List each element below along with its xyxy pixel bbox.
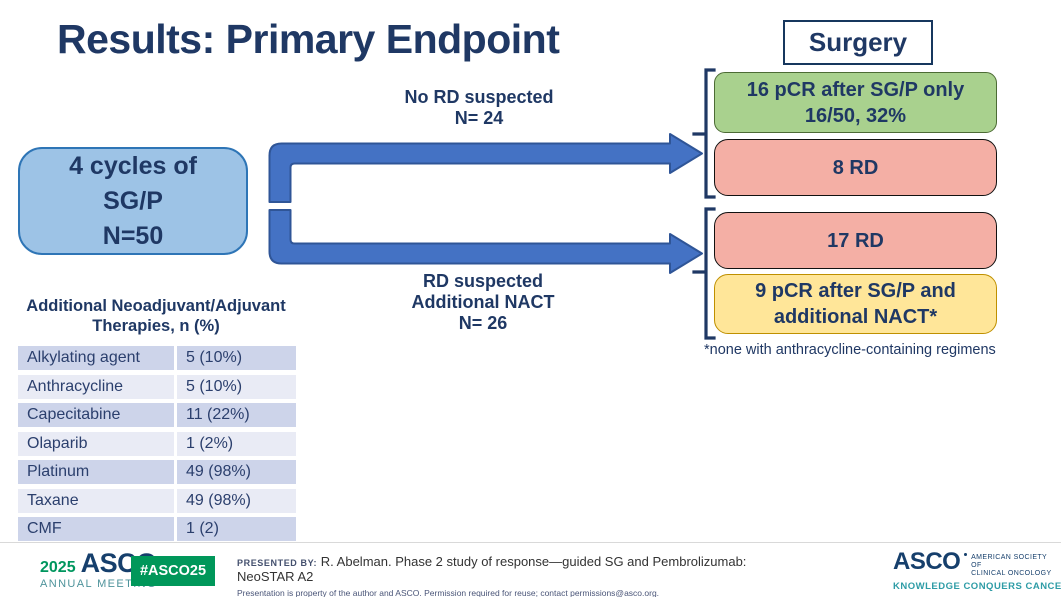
table-title-line2: Therapies, n (%) — [92, 317, 220, 335]
table-cell-therapy: Platinum — [18, 460, 174, 484]
outcome-pcr-sgp-line1: 16 pCR after SG/P only — [746, 78, 965, 101]
surgery-label: Surgery — [808, 27, 908, 57]
bracket-bottom-icon — [692, 207, 716, 340]
outcome-pcr-sgp-line2: 16/50, 32% — [804, 104, 907, 127]
annual-meeting-label: ANNUAL MEETING — [40, 578, 157, 590]
presented-by-label: PRESENTED BY: — [237, 558, 318, 568]
table-row: Capecitabine 11 (22%) — [18, 403, 296, 427]
table-cell-value: 49 (98%) — [177, 460, 296, 484]
table-cell-therapy: Alkylating agent — [18, 346, 174, 370]
table-cell-therapy: Olaparib — [18, 431, 174, 456]
branch-rd-line2: Additional NACT — [411, 292, 555, 312]
source-box-line1: 4 cycles of — [69, 151, 197, 180]
table-cell-therapy: CMF — [18, 517, 174, 541]
therapies-table: Alkylating agent 5 (10%) Anthracycline 5… — [18, 346, 296, 546]
branch-no-rd-line1: No RD suspected — [404, 87, 554, 107]
asco-registered-dot-icon — [964, 553, 968, 556]
society-name-line2: CLINICAL ONCOLOGY — [971, 570, 1052, 577]
source-box-line2: SG/P — [103, 186, 163, 215]
table-cell-therapy: Capecitabine — [18, 403, 174, 427]
asco-wordmark: ASCO — [893, 548, 961, 575]
arrow-bottom-icon — [268, 209, 703, 274]
slide-title: Results: Primary Endpoint — [57, 16, 560, 62]
table-cell-value: 1 (2%) — [177, 431, 296, 456]
table-cell-value: 1 (2) — [177, 517, 296, 541]
table-title-line1: Additional Neoadjuvant/Adjuvant — [26, 297, 286, 315]
table-row: CMF 1 (2) — [18, 517, 296, 541]
branch-no-rd-line2: N= 24 — [454, 108, 504, 128]
logo-year: 2025 — [40, 559, 76, 576]
outcome-nact-line2: additional NACT* — [773, 306, 938, 328]
footer-divider — [0, 542, 1061, 543]
asco-tagline: KNOWLEDGE CONQUERS CANCER — [893, 581, 1061, 592]
table-row: Anthracycline 5 (10%) — [18, 374, 296, 399]
bracket-top-icon — [692, 68, 716, 199]
source-box-sgp: 4 cycles of SG/P N=50 — [18, 147, 248, 255]
table-cell-value: 5 (10%) — [177, 374, 296, 399]
table-cell-value: 49 (98%) — [177, 488, 296, 513]
outcome-8rd-label: 8 RD — [832, 156, 879, 179]
outcome-box-pcr-sgp-only: 16 pCR after SG/P only 16/50, 32% — [714, 72, 997, 133]
outcome-17rd-label: 17 RD — [827, 229, 884, 252]
society-name-line1: AMERICAN SOCIETY OF — [971, 554, 1048, 569]
branch-label-no-rd: No RD suspected N= 24 — [339, 87, 619, 129]
table-row: Alkylating agent 5 (10%) — [18, 346, 296, 370]
table-cell-therapy: Taxane — [18, 488, 174, 513]
surgery-label-box: Surgery — [783, 20, 933, 65]
source-box-line3: N=50 — [102, 221, 164, 250]
presented-by-block: PRESENTED BY: R. Abelman. Phase 2 study … — [237, 554, 797, 597]
hashtag-badge: #ASCO25 — [131, 556, 215, 586]
branch-rd-line1: RD suspected — [422, 271, 544, 291]
table-row: Taxane 49 (98%) — [18, 488, 296, 513]
table-row: Olaparib 1 (2%) — [18, 431, 296, 456]
outcome-nact-line1: 9 pCR after SG/P and — [755, 280, 956, 302]
table-cell-value: 11 (22%) — [177, 403, 296, 427]
branch-rd-line3: N= 26 — [458, 313, 508, 333]
permission-text: Presentation is property of the author a… — [237, 588, 660, 597]
table-cell-value: 5 (10%) — [177, 346, 296, 370]
table-title: Additional Neoadjuvant/Adjuvant Therapie… — [8, 296, 304, 336]
outcome-box-17rd: 17 RD — [714, 212, 997, 269]
outcome-box-8rd: 8 RD — [714, 139, 997, 196]
branch-label-rd-suspected: RD suspected Additional NACT N= 26 — [343, 271, 623, 334]
arrow-top-icon — [268, 133, 703, 203]
table-cell-therapy: Anthracycline — [18, 374, 174, 399]
outcome-box-pcr-additional-nact: 9 pCR after SG/P and additional NACT* — [714, 274, 997, 334]
asco-society-logo: ASCO AMERICAN SOCIETY OF CLINICAL ONCOLO… — [893, 548, 1061, 593]
table-row: Platinum 49 (98%) — [18, 460, 296, 484]
footnote-anthracycline: *none with anthracycline-containing regi… — [704, 342, 996, 358]
presented-by-text: R. Abelman. Phase 2 study of response—gu… — [237, 554, 747, 584]
